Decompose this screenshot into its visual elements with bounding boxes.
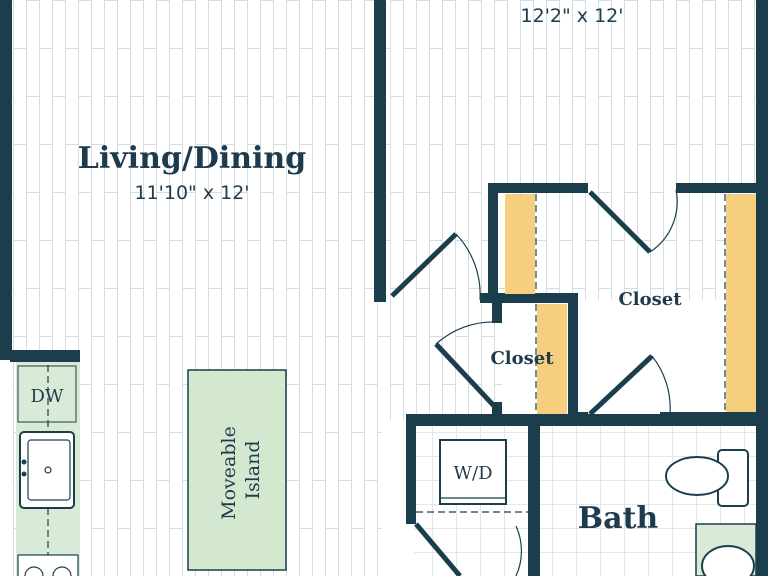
island-label-line1: Moveable <box>218 426 240 520</box>
living-room-dimension: 11'10" x 12' <box>134 182 249 204</box>
large-closet-door-top[interactable] <box>588 189 678 254</box>
bath-sink-icon <box>695 523 757 576</box>
island-label: Moveable Island <box>218 420 264 520</box>
dishwasher-label: DW <box>31 386 64 407</box>
kitchen-sink-basin <box>27 439 71 501</box>
sink-faucet-icon <box>21 459 27 465</box>
left-exterior-wall <box>0 0 12 360</box>
bath-label: Bath <box>578 501 659 536</box>
burner-icon <box>24 566 44 576</box>
island-label-line2: Island <box>242 440 264 499</box>
washer-dryer <box>439 439 507 505</box>
laundry-left-wall <box>406 414 416 524</box>
toilet-icon <box>665 449 749 507</box>
small-closet-door[interactable] <box>434 321 498 410</box>
small-closet-left-wall <box>492 293 502 323</box>
range <box>17 554 79 576</box>
bath-top-wall <box>406 414 758 426</box>
bedroom-floor <box>382 0 756 300</box>
right-exterior-wall <box>756 0 768 576</box>
laundry-door[interactable] <box>414 522 523 576</box>
closet-top-wall-right <box>676 183 758 193</box>
laundry-right-wall <box>528 414 540 576</box>
living-room-title: Living/Dining <box>78 141 306 176</box>
closet-top-wall-left <box>488 183 588 193</box>
closet-shelf-left <box>505 194 535 294</box>
closet-left-wall <box>488 183 498 303</box>
bedroom-door[interactable] <box>390 232 481 301</box>
washer-dryer-label: W/D <box>454 463 493 484</box>
sink-handle-icon <box>21 471 27 477</box>
small-closet-shelf <box>537 304 567 414</box>
small-closet-stub <box>492 402 502 422</box>
hall-floor <box>382 300 502 420</box>
bedroom-dimension: 12'2" x 12' <box>521 5 624 27</box>
hall-wall-horizontal <box>480 293 578 303</box>
dishwasher <box>17 365 77 423</box>
large-closet-door-bottom[interactable] <box>588 354 671 416</box>
small-closet-right-wall <box>568 293 578 419</box>
burner-icon <box>52 566 72 576</box>
bedroom-left-wall <box>374 0 386 302</box>
kitchen-top-wall <box>10 350 80 362</box>
small-closet-label: Closet <box>490 348 554 369</box>
sink-drain-icon <box>44 466 52 474</box>
moveable-island <box>187 369 287 571</box>
closet-shelf-right <box>726 194 756 412</box>
large-closet-label: Closet <box>618 289 682 310</box>
